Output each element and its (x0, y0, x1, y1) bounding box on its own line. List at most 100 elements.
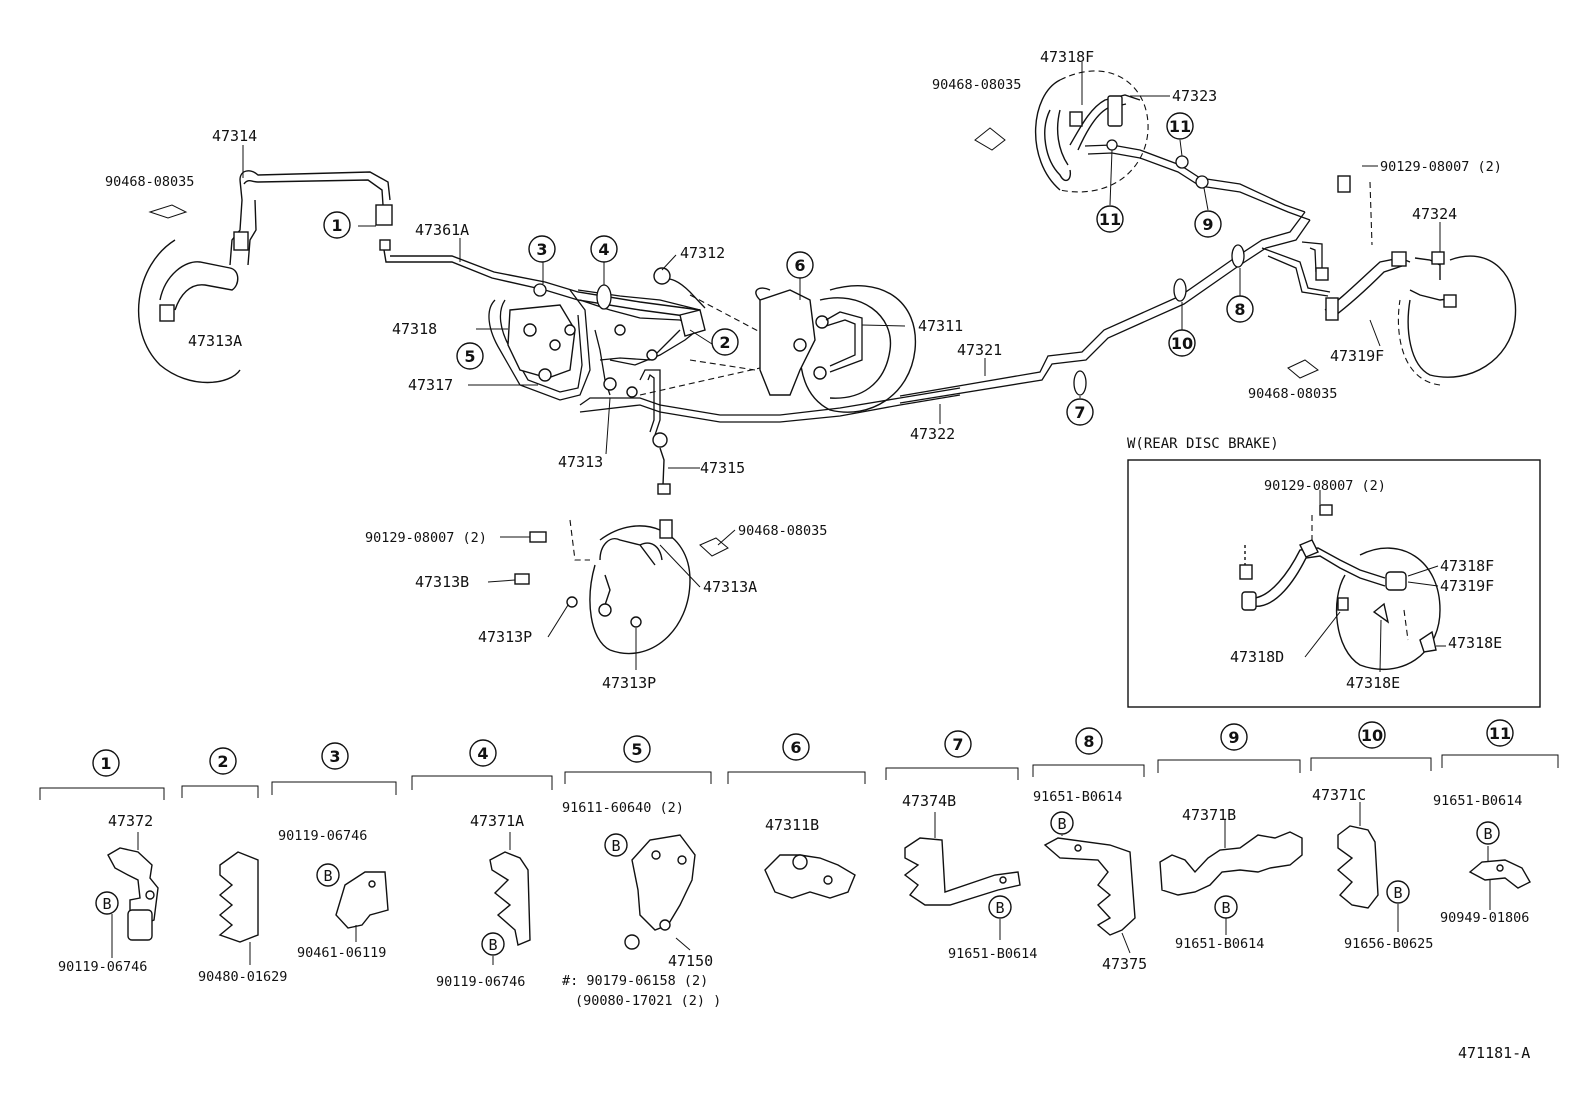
rear-brake-lines (533, 139, 1331, 404)
detail-4-b-circle (481, 932, 505, 956)
svg-text:1: 1 (331, 216, 342, 235)
svg-text:9: 9 (1202, 215, 1213, 234)
inset-label-47319F: 47319F (1440, 577, 1494, 595)
detail-9-clamp: 47371B B 91651-B0614 (1159, 806, 1303, 952)
label-47317: 47317 (408, 376, 453, 394)
detail-4-label-90119-06746: 90119-06746 (436, 974, 525, 990)
rear-right-disc-outline (1407, 255, 1517, 378)
svg-text:11: 11 (1489, 724, 1511, 743)
brake-booster (755, 285, 917, 413)
clamp-9-marker (1195, 175, 1209, 189)
label-47361A: 47361A (415, 221, 469, 239)
svg-text:7: 7 (1074, 403, 1085, 422)
clamp-3-marker (533, 283, 547, 297)
svg-text:B: B (323, 867, 332, 885)
callout-7: 7 (1066, 398, 1094, 426)
inset-label-90129-08007: 90129-08007 (2) (1264, 478, 1386, 494)
detail-callout-9: 9 (1220, 723, 1248, 751)
svg-text:B: B (1483, 825, 1492, 843)
master-cylinder (759, 289, 816, 396)
detail-5-b-circle (604, 833, 628, 857)
detail-11-label-91651-B0614: 91651-B0614 (1433, 793, 1522, 809)
clamp-11-marker-a (1175, 155, 1189, 169)
detail-3-label-90119-06746: 90119-06746 (278, 828, 367, 844)
clamp-8-marker (1231, 244, 1245, 268)
label-47319F: 47319F (1330, 347, 1384, 365)
detail-5-label-90080-17021: (90080-17021 (2) ) (575, 993, 721, 1009)
callout-10: 10 (1168, 329, 1196, 357)
inset-label-47318D: 47318D (1230, 648, 1284, 666)
label-47322: 47322 (910, 425, 955, 443)
detail-callout-8: 8 (1075, 727, 1103, 755)
clamp-10-marker (1173, 278, 1187, 302)
callout-3: 3 (528, 235, 556, 263)
detail-11-b-circle (1476, 821, 1500, 845)
label-47318: 47318 (392, 320, 437, 338)
label-47318F-top: 47318F (1040, 48, 1094, 66)
callout-1: 1 (323, 211, 351, 239)
svg-text:4: 4 (477, 744, 488, 763)
proportioning-valve (507, 304, 576, 379)
detail-10-label-47371C: 47371C (1312, 786, 1366, 804)
svg-text:8: 8 (1234, 300, 1245, 319)
front-left-disc-outline (138, 239, 241, 384)
clamp-11-marker-b (1106, 139, 1118, 151)
inset-label-47318E-b: 47318E (1346, 674, 1400, 692)
inset-frame (1127, 459, 1541, 708)
label-47321: 47321 (957, 341, 1002, 359)
callouts: 1 3 4 2 5 6 7 10 8 9 11 11 (323, 112, 1254, 426)
detail-10-clamp: 47371C B 91656-B0625 (1312, 786, 1433, 952)
svg-text:B: B (611, 837, 620, 855)
svg-text:4: 4 (598, 240, 609, 259)
inset-disc-outline (1335, 547, 1441, 670)
callout-4: 4 (590, 235, 618, 263)
detail-callout-11: 11 (1486, 719, 1514, 747)
svg-text:5: 5 (464, 347, 475, 366)
clip-90468-left (148, 204, 188, 219)
rear-right-brake-assembly (1287, 175, 1517, 386)
svg-text:10: 10 (1361, 726, 1383, 745)
front-right-disc-outline (599, 525, 691, 655)
detail-8-bracket: 91651-B0614 B 47375 (1033, 789, 1147, 973)
svg-text:10: 10 (1171, 334, 1193, 353)
rear-top-brake-assembly (974, 70, 1149, 193)
svg-text:6: 6 (794, 256, 805, 275)
label-47323: 47323 (1172, 87, 1217, 105)
clip-90468-top (974, 127, 1006, 151)
detail-7-bracket: 47374B B 91651-B0614 (902, 792, 1037, 962)
detail-1-label-90119-06746: 90119-06746 (58, 959, 147, 975)
svg-text:2: 2 (719, 333, 730, 352)
detail-7-b-circle (988, 895, 1012, 919)
inset-label-47318F: 47318F (1440, 557, 1494, 575)
label-90129-08007-right: 90129-08007 (2) (1380, 159, 1502, 175)
booster-outline (799, 285, 917, 413)
detail-2-label-90480-01629: 90480-01629 (198, 969, 287, 985)
callout-6: 6 (786, 251, 814, 279)
detail-11-label-90949-01806: 90949-01806 (1440, 910, 1529, 926)
svg-text:B: B (995, 899, 1004, 917)
detail-8-label-47375: 47375 (1102, 955, 1147, 973)
detail-callout-7: 7 (944, 730, 972, 758)
svg-text:5: 5 (631, 740, 642, 759)
callout-11-a: 11 (1166, 112, 1194, 140)
detail-7-label-47374B: 47374B (902, 792, 956, 810)
label-90468-08035-left: 90468-08035 (105, 174, 194, 190)
detail-1-clamp: 47372 B 90119-06746 (58, 812, 159, 975)
detail-callout-6: 6 (782, 733, 810, 761)
svg-text:11: 11 (1169, 117, 1191, 136)
clip-90468-mid (699, 537, 729, 557)
detail-11-clip: 91651-B0614 B 90949-01806 (1433, 793, 1531, 926)
detail-4-clamp: 47371A B 90119-06746 (436, 812, 531, 990)
detail-8-b-circle (1050, 811, 1074, 835)
detail-5-valve: 91611-60640 (2) B 47150 #: 90179-06158 (… (562, 800, 721, 1009)
svg-text:B: B (488, 936, 497, 954)
callout-8: 8 (1226, 295, 1254, 323)
callout-2: 2 (711, 328, 739, 356)
detail-6-part: 47311B (764, 816, 856, 899)
label-47313P-a: 47313P (478, 628, 532, 646)
detail-10-b-circle (1386, 880, 1410, 904)
svg-text:B: B (1221, 899, 1230, 917)
label-90468-08035-right: 90468-08035 (1248, 386, 1337, 402)
label-47313P-b: 47313P (602, 674, 656, 692)
detail-6-label-47311B: 47311B (765, 816, 819, 834)
